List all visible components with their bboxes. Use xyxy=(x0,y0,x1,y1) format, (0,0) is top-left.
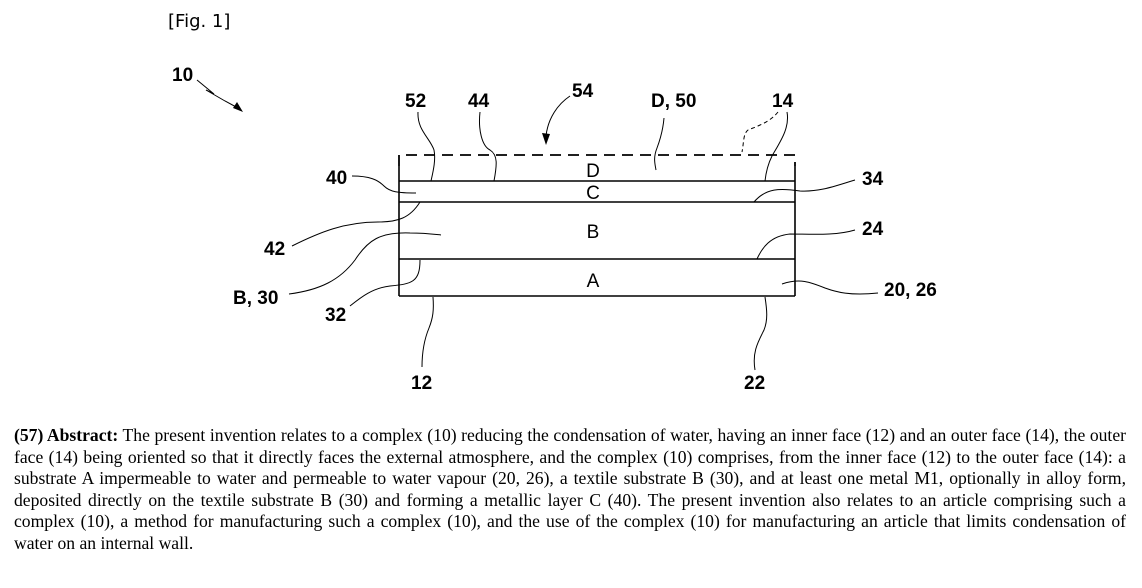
leader-52 xyxy=(417,111,436,182)
complex-arrowhead xyxy=(233,102,243,112)
layer-label-a: A xyxy=(587,271,600,292)
ref-label-10: 10 xyxy=(172,65,193,86)
ref-label-d-50: D, 50 xyxy=(651,91,696,112)
ref-label-22: 22 xyxy=(744,373,765,394)
leader-34 xyxy=(753,179,856,203)
abstract-heading: (57) Abstract: xyxy=(14,425,119,445)
patent-figure: [Fig. 1] 10 D C B A 52 44 54 D, 50 14 40… xyxy=(168,11,937,394)
leader-14 xyxy=(764,111,789,182)
layer-label-c: C xyxy=(586,183,600,204)
complex-arrow-leader xyxy=(196,79,239,109)
ref-label-54: 54 xyxy=(572,81,594,102)
leader-d-50 xyxy=(654,117,665,171)
abstract-paragraph: (57) Abstract: The present invention rel… xyxy=(14,425,1126,555)
leader-44 xyxy=(479,111,497,182)
leader-20-26 xyxy=(781,280,879,295)
leader-22 xyxy=(753,296,768,371)
ref-label-12: 12 xyxy=(411,373,432,394)
leader-b-30 xyxy=(288,232,442,295)
ref-label-32: 32 xyxy=(325,305,346,326)
leader-24 xyxy=(756,229,856,260)
leader-54 xyxy=(545,95,571,137)
ref-label-44: 44 xyxy=(468,91,490,112)
abstract-text: The present invention relates to a compl… xyxy=(14,425,1126,553)
layer-label-d: D xyxy=(586,161,600,182)
ref-label-42: 42 xyxy=(264,239,285,260)
leader-40 xyxy=(351,175,417,194)
ref-label-52: 52 xyxy=(405,91,426,112)
layer-label-b: B xyxy=(587,222,600,243)
ref-label-34: 34 xyxy=(862,169,884,190)
ref-label-20-26: 20, 26 xyxy=(884,280,937,301)
leader-12 xyxy=(421,296,434,368)
ref-label-14: 14 xyxy=(772,91,794,112)
ref-label-40: 40 xyxy=(326,168,347,189)
layer-d-dashed-boundary xyxy=(398,154,796,166)
figure-title: [Fig. 1] xyxy=(168,11,230,32)
ref-label-b-30: B, 30 xyxy=(233,288,278,309)
ref-label-24: 24 xyxy=(862,219,884,240)
arrowhead-54 xyxy=(542,133,550,145)
leader-14-dashed xyxy=(741,111,779,153)
leader-32 xyxy=(349,259,421,307)
leader-42 xyxy=(291,201,421,247)
